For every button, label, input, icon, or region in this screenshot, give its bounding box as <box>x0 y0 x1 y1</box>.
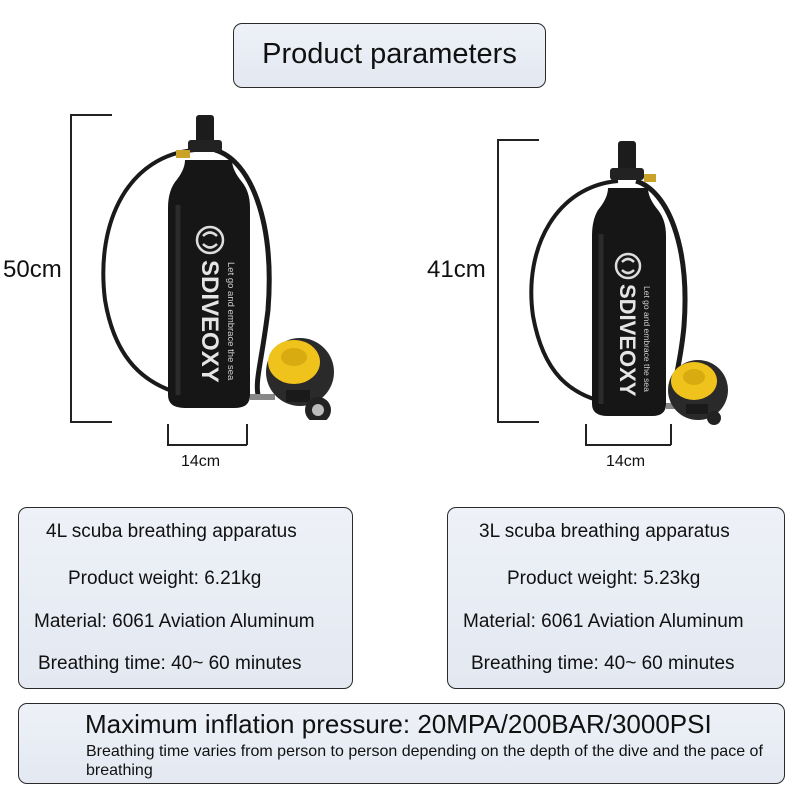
pressure-panel: Maximum inflation pressure: 20MPA/200BAR… <box>18 703 785 784</box>
right-width-cap-right <box>670 424 672 445</box>
breathing-time-note: Breathing time varies from person to per… <box>86 743 763 779</box>
spec-weight-3l: Product weight: 5.23kg <box>507 568 701 589</box>
title-panel: Product parameters <box>233 23 546 88</box>
right-width-cap-left <box>585 424 587 445</box>
spec-panel-4l: 4L scuba breathing apparatus Product wei… <box>18 507 353 689</box>
spec-breathing-time-3l: Breathing time: 40~ 60 minutes <box>471 653 735 674</box>
right-height-cap-top <box>497 139 539 141</box>
right-tank-illustration: SDIVEOXY Let go and embrace the sea <box>529 141 728 425</box>
left-height-line <box>70 114 72 422</box>
right-tank-brand: SDIVEOXY <box>615 284 640 397</box>
left-width-label: 14cm <box>181 453 221 470</box>
spec-material-3l: Material: 6061 Aviation Aluminum <box>463 611 744 632</box>
left-width-cap-left <box>167 424 169 445</box>
left-width-cap-right <box>246 424 248 445</box>
right-height-line <box>497 139 499 422</box>
left-height-cap-top <box>70 114 112 116</box>
spec-breathing-time-4l: Breathing time: 40~ 60 minutes <box>38 653 302 674</box>
left-tank-brand: SDIVEOXY <box>196 260 223 383</box>
right-height-label: 41cm <box>427 256 486 283</box>
left-height-label: 50cm <box>3 256 62 283</box>
spec-weight-4l: Product weight: 6.21kg <box>68 568 262 589</box>
right-height-cap-bottom <box>497 421 539 423</box>
page-title: Product parameters <box>262 38 517 70</box>
left-height-cap-bottom <box>70 421 112 423</box>
spec-panel-3l: 3L scuba breathing apparatus Product wei… <box>447 507 785 689</box>
left-tank-illustration: SDIVEOXY Let go and embrace the sea <box>101 115 334 420</box>
left-tank-slogan: Let go and embrace the sea <box>225 262 236 381</box>
spec-name-4l: 4L scuba breathing apparatus <box>46 521 297 542</box>
spec-material-4l: Material: 6061 Aviation Aluminum <box>34 611 315 632</box>
right-width-line <box>585 444 671 446</box>
left-width-line <box>167 444 247 446</box>
max-pressure-headline: Maximum inflation pressure: 20MPA/200BAR… <box>85 709 712 739</box>
right-width-label: 14cm <box>606 453 646 470</box>
spec-name-3l: 3L scuba breathing apparatus <box>479 521 730 542</box>
right-tank-slogan: Let go and embrace the sea <box>642 286 652 392</box>
